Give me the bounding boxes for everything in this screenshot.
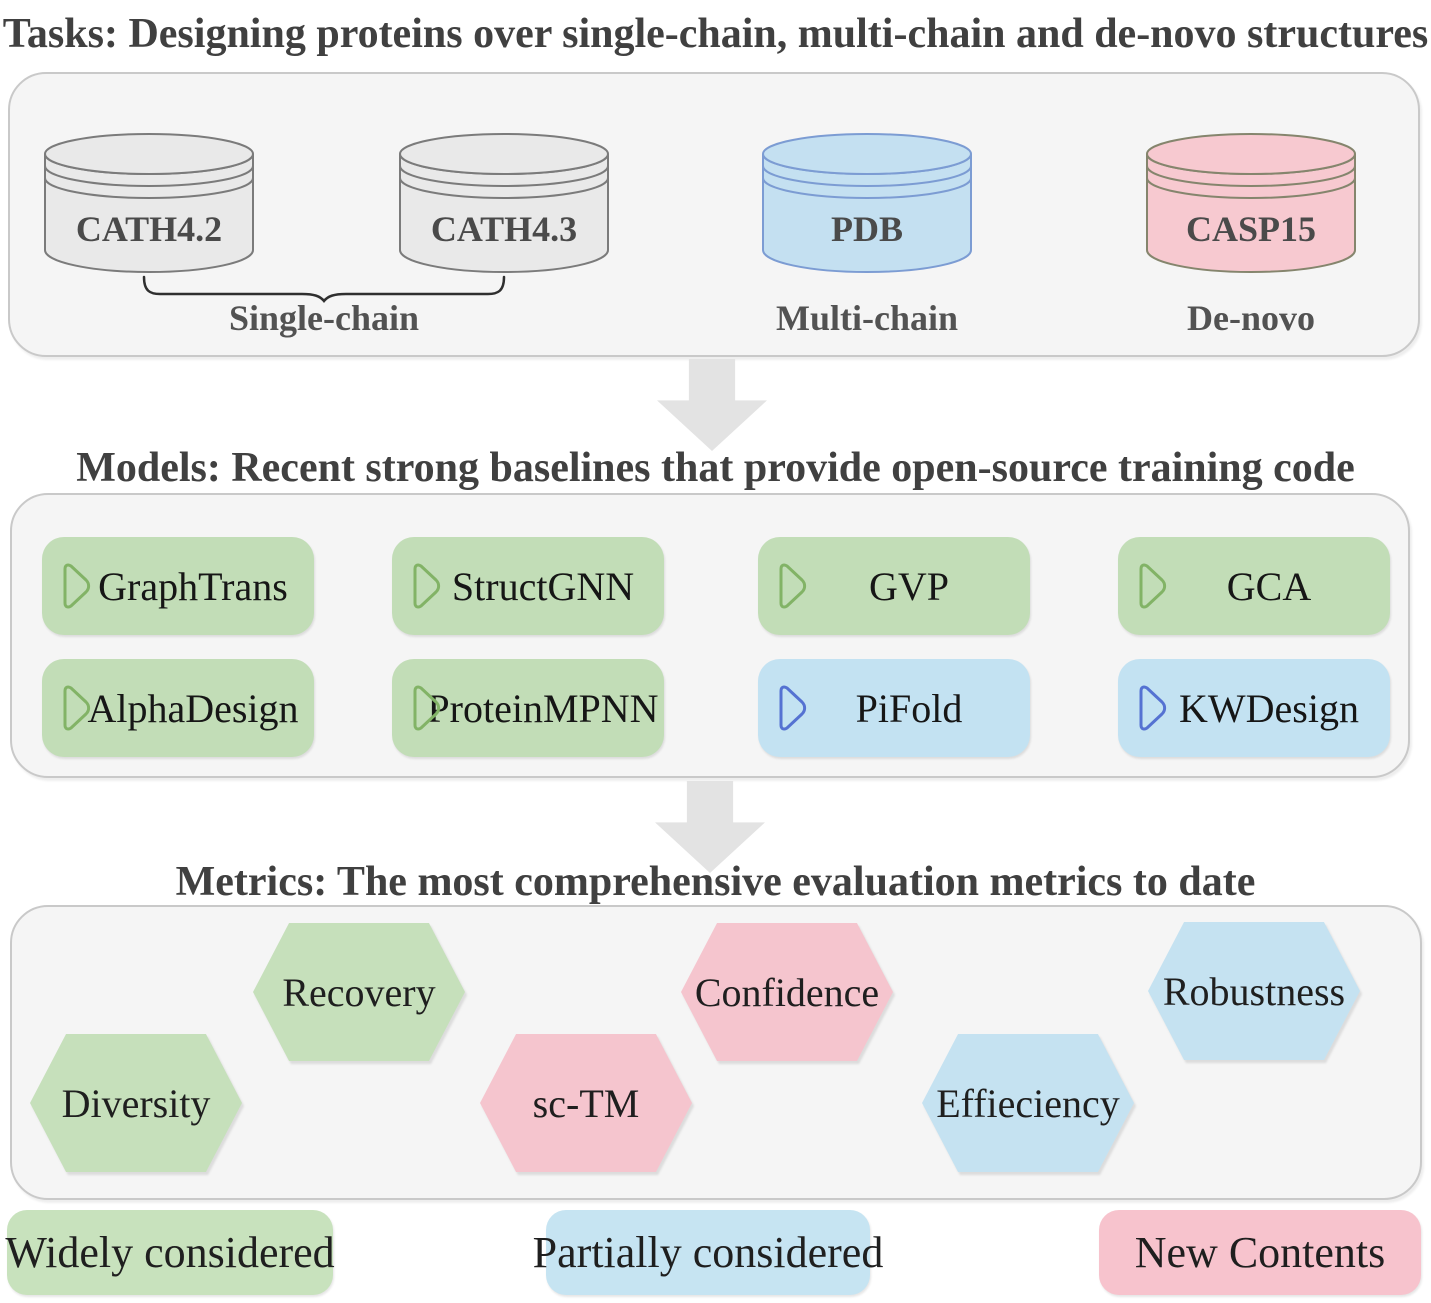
legend-new-contents: New Contents (1099, 1210, 1421, 1295)
metric-label: Diversity (30, 1034, 242, 1172)
metrics-title: Metrics: The most comprehensive evaluati… (175, 859, 1256, 905)
database-icon (762, 133, 972, 273)
play-triangle-icon (413, 563, 441, 609)
model-chip-proteinmpnn: ProteinMPNN (392, 659, 664, 757)
metric-label: Robustness (1148, 922, 1360, 1060)
model-chip-alphadesign: AlphaDesign (42, 659, 314, 757)
model-label: GCA (1226, 563, 1312, 609)
single-chain-brace (142, 275, 506, 303)
model-chip-pifold: PiFold (758, 659, 1030, 757)
dataset-label: CATH4.3 (430, 209, 578, 249)
play-triangle-icon (63, 685, 91, 731)
model-label: StructGNN (451, 563, 635, 609)
database-icon (44, 133, 254, 273)
down-arrow-icon (657, 359, 767, 451)
dataset-label: CASP15 (1185, 209, 1316, 249)
metrics-panel: Recovery Confidence Robustness Diversity… (10, 905, 1422, 1200)
play-triangle-icon (779, 563, 807, 609)
models-title: Models: Recent strong baselines that pro… (76, 445, 1355, 491)
group-label-single-chain: Single-chain (228, 298, 420, 338)
tasks-title: Tasks: Designing proteins over single-ch… (2, 11, 1429, 57)
dataset-cylinder-cath42: CATH4.2 (43, 130, 255, 276)
dataset-label: CATH4.2 (75, 209, 223, 249)
database-icon (399, 133, 609, 273)
play-triangle-icon (1139, 685, 1167, 731)
model-chip-kwdesign: KWDesign (1118, 659, 1390, 757)
database-icon (1146, 133, 1356, 273)
dataset-cylinder-casp15: CASP15 (1145, 130, 1357, 276)
model-label: AlphaDesign (87, 685, 299, 731)
model-chip-graphtrans: GraphTrans (42, 537, 314, 635)
metric-label: sc-TM (480, 1034, 692, 1172)
model-label: GVP (868, 563, 950, 609)
models-panel: GraphTrans StructGNN GVP GCA AlphaDesign (10, 493, 1410, 778)
model-label: GraphTrans (98, 563, 288, 609)
group-label-de-novo: De-novo (1187, 298, 1315, 338)
dataset-cylinder-pdb: PDB (761, 130, 973, 276)
model-chip-gvp: GVP (758, 537, 1030, 635)
model-chip-gca: GCA (1118, 537, 1390, 635)
model-chip-structgnn: StructGNN (392, 537, 664, 635)
play-triangle-icon (63, 563, 91, 609)
play-triangle-icon (779, 685, 807, 731)
play-triangle-icon (1139, 563, 1167, 609)
group-label-multi-chain: Multi-chain (775, 298, 958, 338)
legend-widely-considered: Widely considered (5, 1210, 335, 1295)
model-label: PiFold (855, 685, 963, 731)
dataset-cylinder-cath43: CATH4.3 (398, 130, 610, 276)
metric-label: Effieciency (922, 1034, 1134, 1172)
tasks-panel: CATH4.2 CATH4.3 PDB (8, 72, 1420, 357)
metric-label: Recovery (253, 923, 465, 1061)
play-triangle-icon (413, 685, 441, 731)
legend-partially-considered: Partially considered (533, 1210, 883, 1295)
model-label: ProteinMPNN (427, 685, 659, 731)
model-label: KWDesign (1179, 685, 1359, 731)
metric-label: Confidence (681, 923, 893, 1061)
dataset-label: PDB (831, 209, 903, 249)
